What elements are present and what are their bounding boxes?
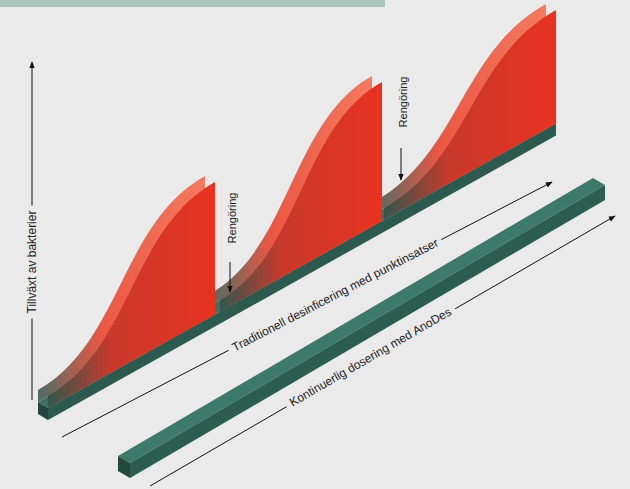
anodes-bar	[118, 178, 605, 478]
cleaning-label: Rengöring	[225, 193, 239, 244]
cleaning-label: Rengöring	[396, 77, 410, 128]
axis-label: Tillväxt av bakterier	[25, 206, 39, 319]
top-band	[0, 0, 385, 7]
bacteria-growth-humps	[38, 4, 556, 408]
dimension-lines	[62, 182, 615, 486]
